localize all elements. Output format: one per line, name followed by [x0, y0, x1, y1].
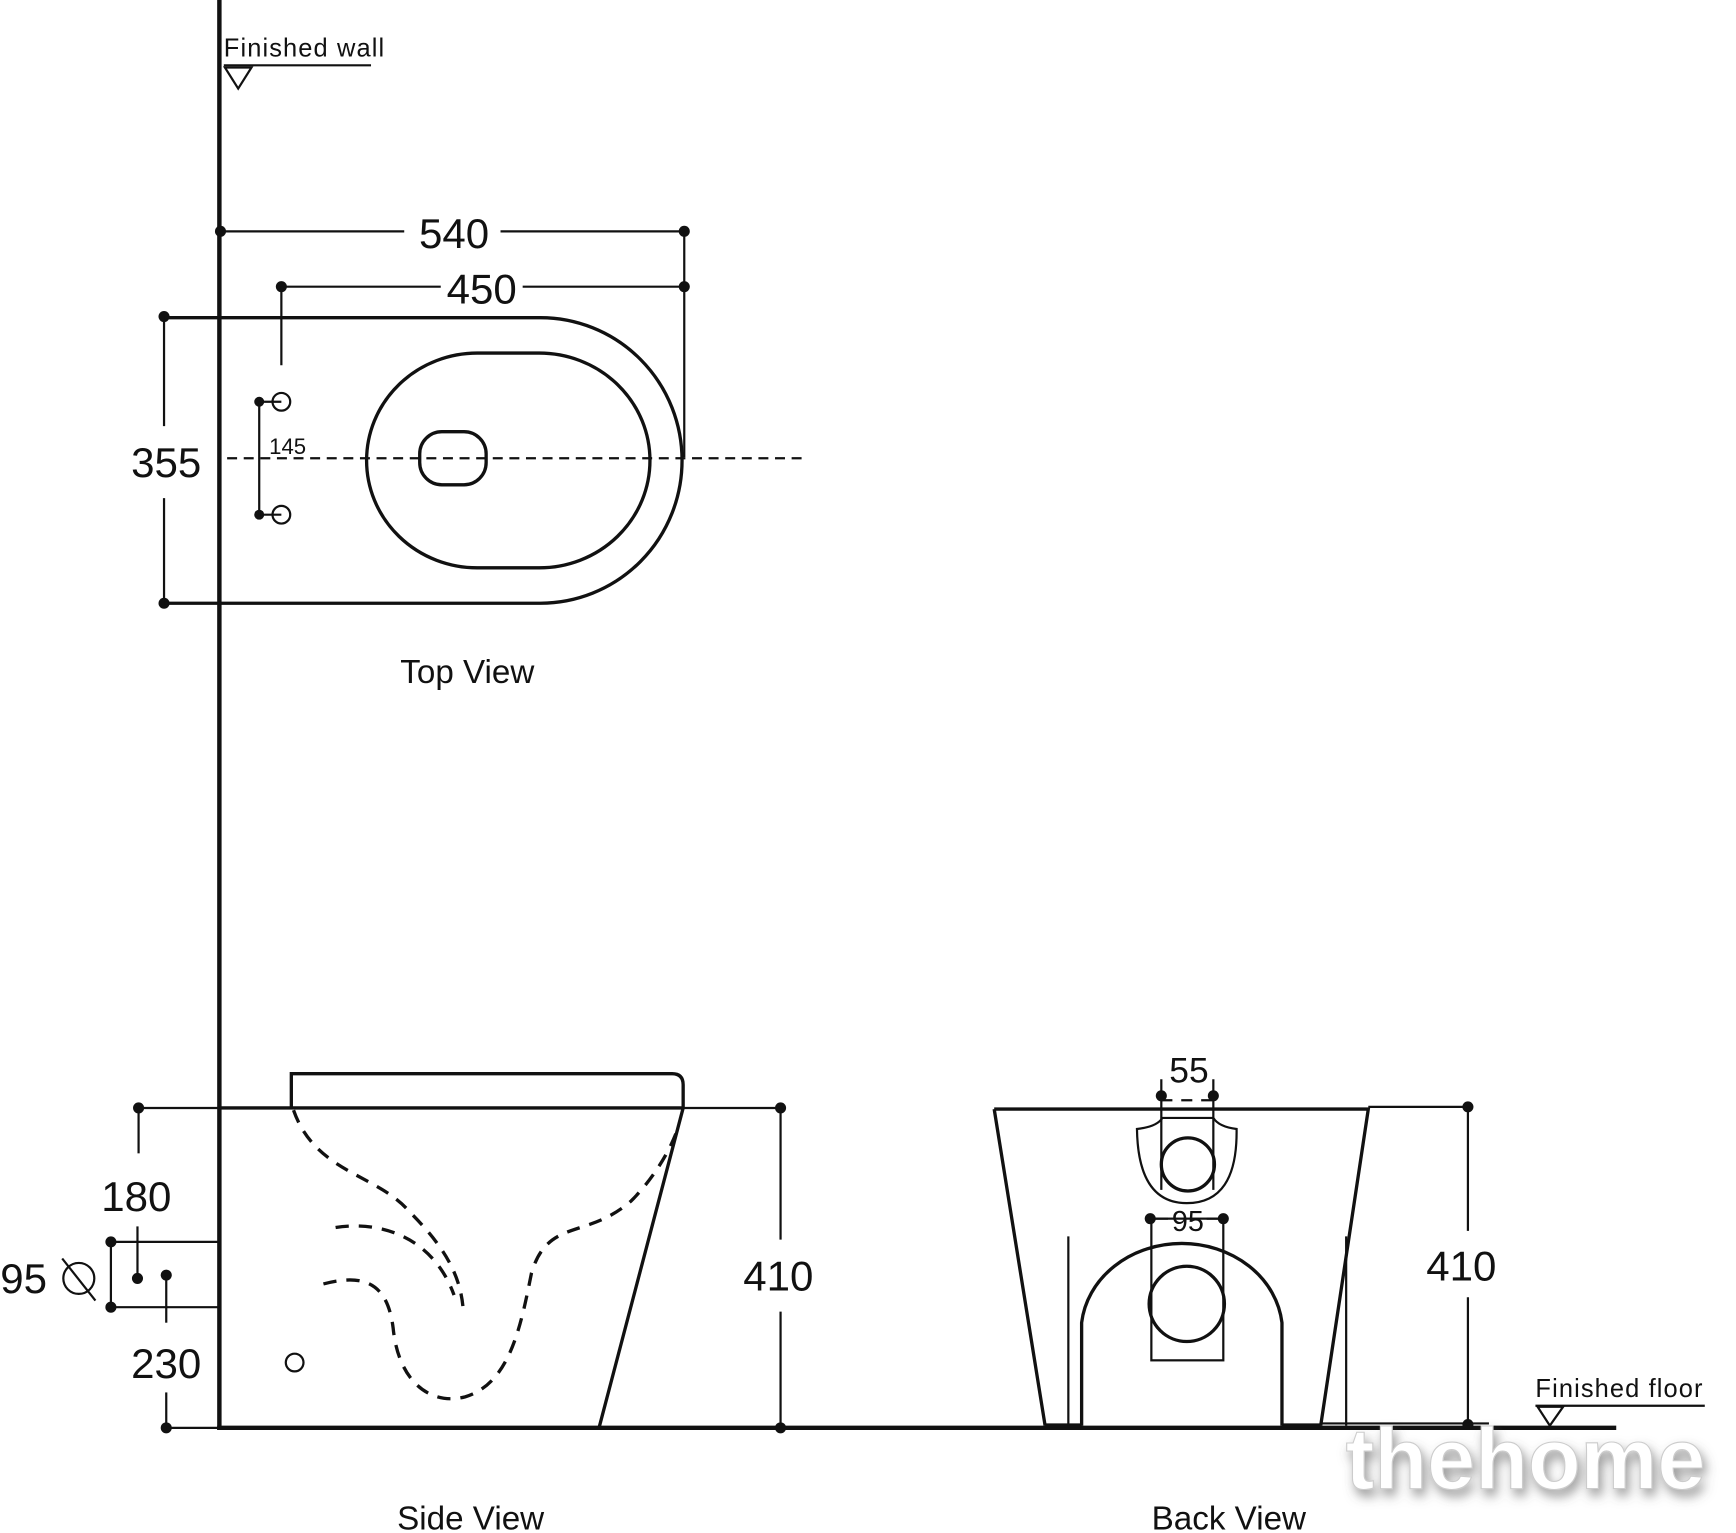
diameter-symbol-icon [61, 1257, 97, 1302]
inlet-hole [1159, 1136, 1217, 1193]
dim-outlet-diameter: 95 [0, 1255, 47, 1302]
back-arch [1079, 1241, 1284, 1426]
dim-outlet-top: 180 [101, 1173, 171, 1220]
dim-bolt-spacing: 145 [269, 434, 306, 459]
finished-floor-label: Finished floor [1535, 1375, 1703, 1403]
back-view: 55 95 410 Back View [992, 1051, 1496, 1533]
level-triangle-icon [1535, 1405, 1566, 1428]
finished-floor-marker: Finished floor [1535, 1375, 1705, 1428]
outlet-frame [1150, 1217, 1225, 1362]
outlet-hole [1147, 1264, 1227, 1344]
toilet-outline-top [164, 316, 684, 605]
dim-side-height: 410 [743, 1253, 813, 1300]
top-view-label: Top View [400, 654, 535, 691]
dim-outlet-width: 95 [1172, 1206, 1204, 1238]
finished-wall-marker: Finished wall [222, 34, 385, 91]
top-view: 540 450 355 145 Top View [131, 210, 809, 691]
dim-body-length: 450 [447, 265, 517, 312]
back-view-label: Back View [1152, 1501, 1307, 1533]
dim-width: 355 [131, 439, 201, 486]
dim-inlet-width: 55 [1169, 1051, 1208, 1091]
seat-lid [289, 1071, 685, 1108]
back-body-outline [992, 1107, 1371, 1426]
side-view: 180 95 230 410 Side View [0, 1071, 813, 1533]
bowl-outline [364, 351, 652, 570]
watermark: thehome [1346, 1412, 1706, 1508]
level-triangle-icon [222, 66, 254, 91]
dim-back-height: 410 [1426, 1243, 1496, 1290]
dim-outlet-bottom: 230 [131, 1340, 201, 1387]
side-view-label: Side View [397, 1501, 545, 1533]
dim-overall-length: 540 [419, 210, 489, 257]
fixing-hole [284, 1352, 305, 1373]
finished-wall-label: Finished wall [224, 34, 385, 62]
